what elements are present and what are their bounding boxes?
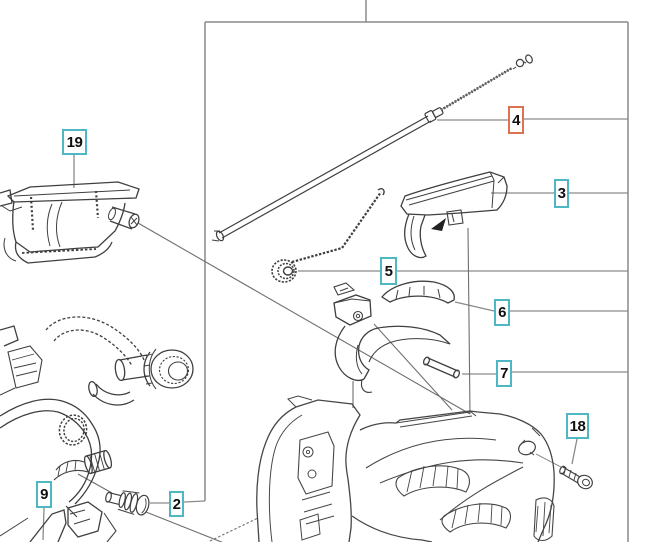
- callout-18[interactable]: 18: [566, 413, 589, 439]
- leader-6-left: [454, 301, 495, 312]
- assembly-lines: [77, 222, 471, 542]
- callout-4[interactable]: 4: [508, 106, 524, 134]
- leader-lines: [42, 118, 628, 541]
- callout-2[interactable]: 2: [169, 491, 184, 517]
- cover-to-handle-line: [467, 227, 471, 415]
- part-rod: [422, 356, 461, 379]
- part-spring: [271, 188, 385, 283]
- assembly-arrow-icon: [431, 218, 446, 231]
- callout-19[interactable]: 19: [62, 129, 87, 155]
- leader-2-right: [183, 500, 206, 503]
- callout-5[interactable]: 5: [380, 257, 397, 285]
- leader-18: [571, 438, 578, 465]
- part-screw: [518, 439, 593, 490]
- callout-7[interactable]: 7: [496, 360, 512, 387]
- muffler-to-handle-line: [137, 222, 471, 415]
- part-check-valve: [105, 490, 150, 516]
- part-bottom-left-assembly: [0, 459, 117, 542]
- part-throttle-cable: [211, 54, 533, 242]
- part-handle-cover: [400, 171, 508, 259]
- part-fuel-hose-assembly: [0, 316, 194, 518]
- tank-hose-dashed-line: [209, 517, 259, 542]
- part-trigger: [333, 280, 455, 393]
- trigger-diagonal-line: [373, 323, 453, 411]
- valve-to-tank-line: [145, 511, 223, 542]
- callout-6[interactable]: 6: [494, 299, 510, 326]
- callout-3[interactable]: 3: [554, 179, 569, 208]
- part-muffler: [0, 181, 140, 264]
- callout-9[interactable]: 9: [36, 481, 52, 508]
- part-rear-handle: [256, 395, 555, 542]
- hose-to-valve-line: [77, 473, 113, 494]
